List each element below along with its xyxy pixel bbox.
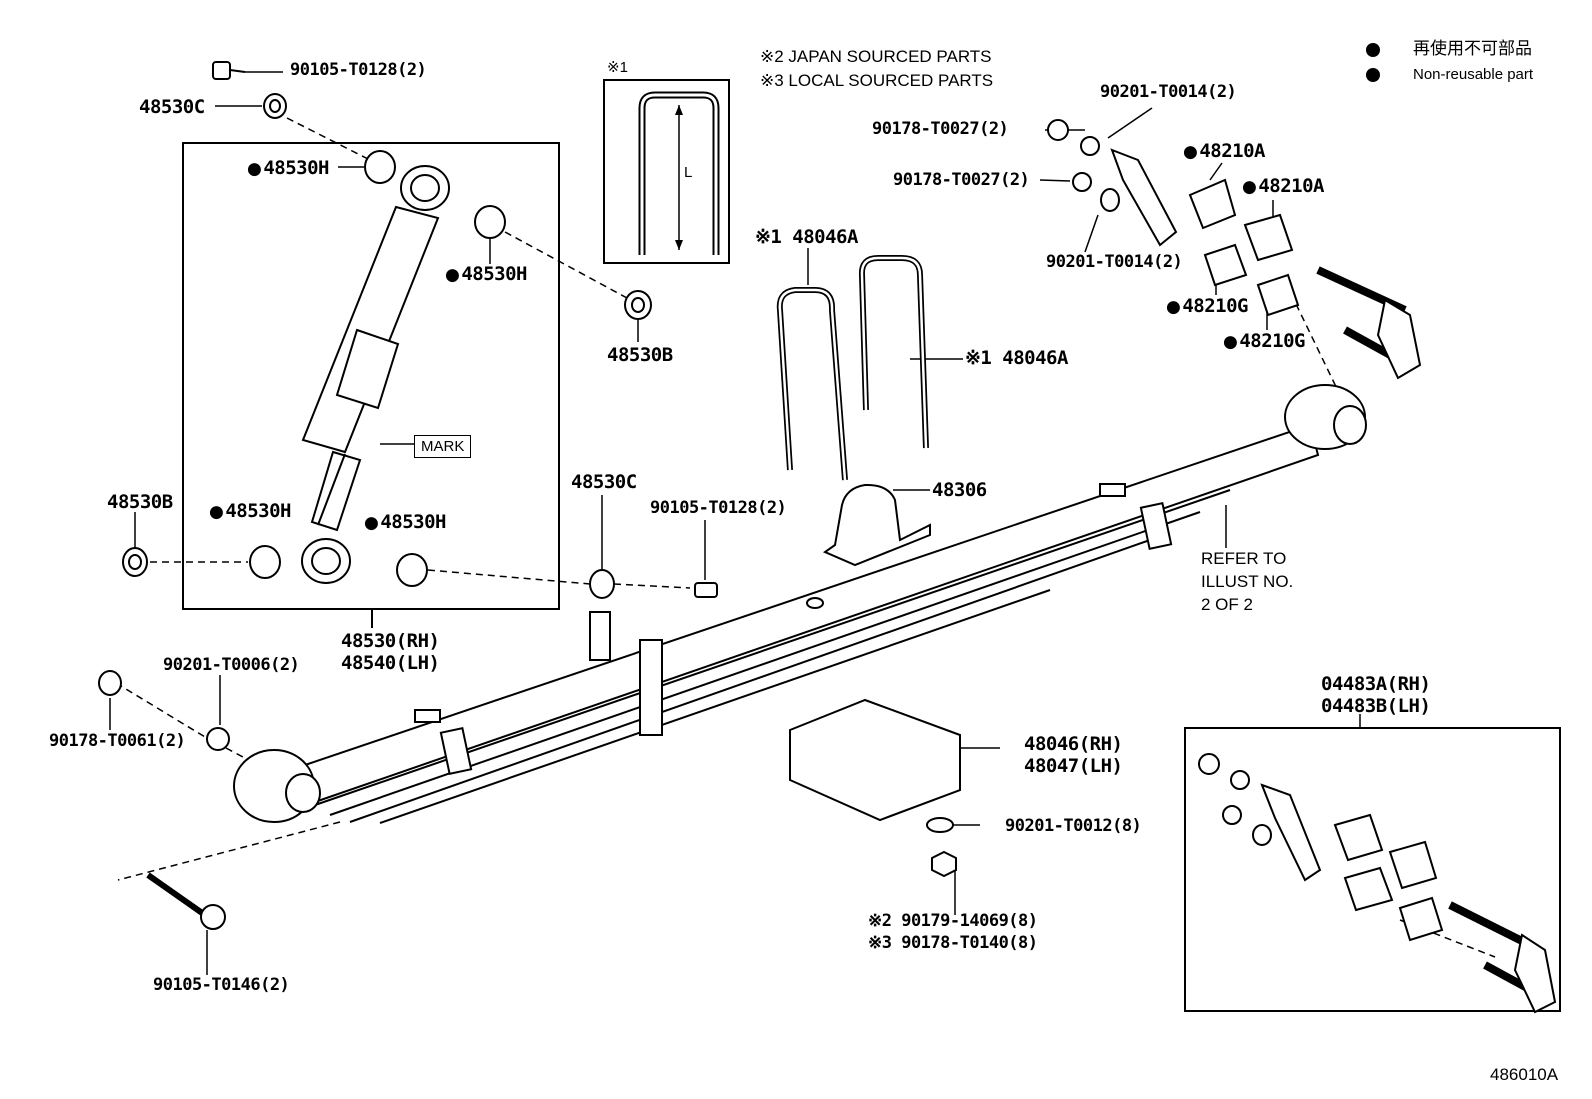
label-48530h-1: 48530H (247, 159, 329, 178)
label-48530h-3: 48530H (209, 502, 291, 521)
label-48210g-2: 48210G (1223, 332, 1305, 351)
label-90105-t0146: 90105-T0146(2) (153, 975, 290, 995)
label-48530c-lower: 48530C (571, 471, 637, 493)
label-48210a-2: 48210A (1242, 177, 1324, 196)
label-48210g-1: 48210G (1166, 297, 1248, 316)
label-48530b-right: 48530B (607, 344, 673, 366)
label-48210a-1: 48210A (1183, 142, 1265, 161)
refer-line-3: 2 OF 2 (1201, 595, 1253, 614)
kit-box (1184, 727, 1561, 1012)
label-04483b-lh: 04483B(LH) (1321, 695, 1431, 717)
label-48530b-left: 48530B (107, 491, 173, 513)
label-90178-t0027-top: 90178-T0027(2) (872, 119, 1009, 139)
legend-bullet-icon (1366, 68, 1380, 82)
shackle-assembly (1047, 119, 1422, 380)
label-90105-t0128-top: 90105-T0128(2) (290, 60, 427, 80)
legend-bullet-icon (1366, 43, 1380, 57)
note-japan: ※2 JAPAN SOURCED PARTS (760, 47, 992, 66)
label-48047-lh: 48047(LH) (1024, 755, 1123, 777)
label-90105-t0128-lower: 90105-T0128(2) (650, 498, 787, 518)
label-mark: MARK (414, 435, 472, 458)
refer-line-1: REFER TO (1201, 549, 1287, 568)
label-90201-t0014-top: 90201-T0014(2) (1100, 82, 1237, 102)
label-90201-t0012: 90201-T0012(8) (1005, 816, 1142, 836)
label-48530c-top: 48530C (139, 96, 205, 118)
washer-48530b-left (122, 547, 148, 577)
leaf-spring (233, 384, 1367, 824)
nut-90179 (931, 850, 957, 878)
front-hardware (98, 670, 230, 930)
label-48046a-right: ※1 48046A (965, 347, 1068, 369)
inset-mark: ※1 (607, 59, 628, 76)
label-90178-t0140: ※3 90178-T0140(8) (868, 933, 1038, 953)
washer-48530c-lower (589, 569, 615, 599)
label-48046a-top: ※1 48046A (755, 226, 858, 248)
illustration-code: 486010A (1490, 1065, 1559, 1084)
ubolt-48046a (776, 255, 929, 481)
bolt-90105-t0128 (212, 61, 231, 80)
legend-jp: 再使用不可部品 (1413, 39, 1532, 58)
bumper-48306 (822, 483, 931, 567)
label-48306: 48306 (932, 479, 987, 501)
legend-en: Non-reusable part (1413, 66, 1534, 83)
note-local: ※3 LOCAL SOURCED PARTS (760, 71, 994, 90)
label-04483a-rh: 04483A(RH) (1321, 673, 1431, 695)
label-48530h-2: 48530H (445, 265, 527, 284)
leader-lines (109, 71, 1361, 975)
spring-seat (789, 698, 961, 822)
label-48540-lh: 48540(LH) (341, 652, 440, 674)
washer-48530c (263, 93, 287, 119)
label-90201-t0006: 90201-T0006(2) (163, 655, 300, 675)
inset-dim: L (684, 164, 693, 181)
kit-parts (1198, 753, 1557, 1014)
label-48046-rh: 48046(RH) (1024, 733, 1123, 755)
label-90178-t0061: 90178-T0061(2) (49, 731, 186, 751)
washer-90201-t0012 (926, 817, 954, 833)
label-48530h-4: 48530H (364, 513, 446, 532)
ubolt-inset-box (603, 79, 730, 264)
bolt-90105-t0128-lower (694, 582, 718, 598)
label-90178-t0027-lower: 90178-T0027(2) (893, 170, 1030, 190)
washer-48530b (624, 290, 652, 320)
label-90179-14069: ※2 90179-14069(8) (868, 911, 1038, 931)
label-48530-rh: 48530(RH) (341, 630, 440, 652)
refer-line-2: ILLUST NO. (1201, 572, 1294, 591)
label-90201-t0014-lower: 90201-T0014(2) (1046, 252, 1183, 272)
shock-absorber (301, 165, 450, 584)
